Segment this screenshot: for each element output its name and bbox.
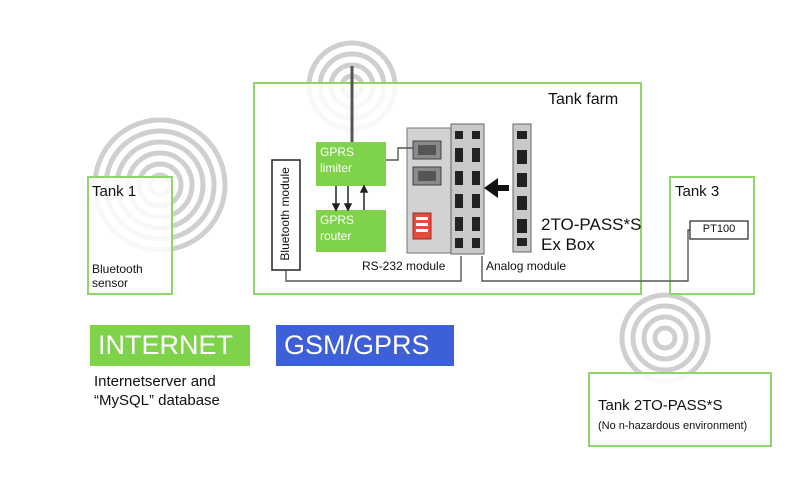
gprs-router-box [316,210,386,252]
analog-module-label: Analog module [486,259,567,273]
exbox-label-1: 2TO-PASS*S [541,215,642,234]
server-label-2: “MySQL” database [94,392,220,409]
tank1-box [87,176,173,295]
gprs-link-arrows [331,184,369,212]
gprs-limiter-label-2: limiter [320,161,352,175]
tank-2to-box [588,372,772,447]
tank-farm-title: Tank farm [548,91,619,108]
rs232-module-label: RS-232 module [362,259,446,273]
server-label-1: Internetserver and [94,373,216,390]
tank1-sensor-line2: sensor [92,276,129,290]
tank-2to-subtitle: (No n-hazardous environment) [598,420,748,432]
gsm-badge-bg [276,325,454,366]
analog-module-device [450,123,485,255]
exbox-label-2: Ex Box [541,235,595,254]
internet-badge: INTERNET [98,330,233,360]
tank1-sensor-line1: Bluetooth [92,262,143,276]
signal-rings-tank2to [619,292,711,384]
connection-lines [285,147,690,282]
rs232-module-device [406,127,452,254]
gprs-limiter-label-1: GPRS [320,145,355,159]
bluetooth-module-label: Bluetooth module [278,167,293,261]
tank3-title: Tank 3 [675,183,720,200]
tank1-title: Tank 1 [92,183,137,200]
exbox-terminal-device [512,123,532,253]
gprs-limiter-box [316,142,386,186]
pt100-label: PT100 [702,223,736,235]
gprs-router-label-2: router [320,229,352,243]
tank-2to-title: Tank 2TO-PASS*S [598,397,723,414]
big-arrow-icon [484,178,509,198]
internet-badge-bg [90,325,250,366]
gsm-gprs-badge: GSM/GPRS [284,330,430,360]
pt100-box [689,220,749,240]
gprs-router-label-1: GPRS [320,213,355,227]
